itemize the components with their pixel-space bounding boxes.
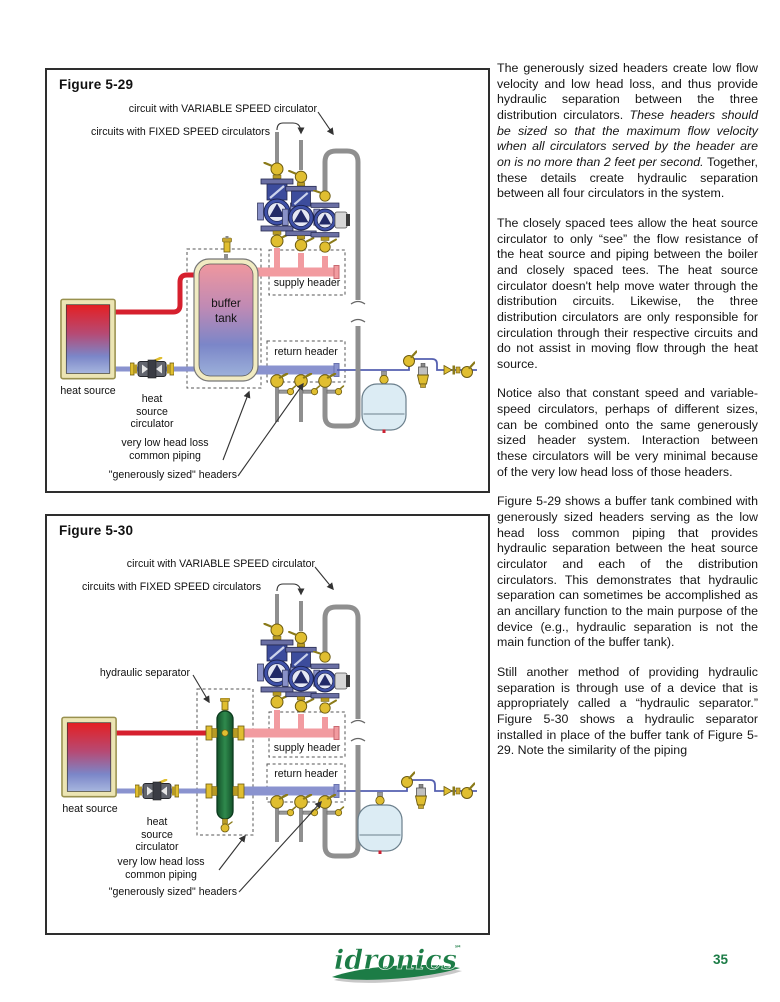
- figure-title: Figure 5-29: [59, 77, 134, 92]
- pipe-break-mark: [350, 300, 366, 305]
- label-heat-source-circulator: heat source circulator: [130, 393, 174, 431]
- paragraph: Notice also that constant speed and vari…: [497, 386, 758, 479]
- pipe-break-mark: [350, 737, 366, 742]
- heat-source-circulator-icon: [135, 779, 179, 802]
- air-vent-icon: [222, 236, 232, 253]
- page-number: 35: [712, 952, 728, 967]
- check-valve-icon: [443, 786, 461, 796]
- leader-fixed-speed-bracket: [276, 122, 305, 135]
- label-fixed-speed: circuits with FIXED SPEED circulators: [82, 581, 261, 593]
- label-heat-source: heat source: [62, 803, 118, 815]
- pipe-break-mark: [350, 719, 366, 724]
- figure-5-30-diagram: [61, 566, 477, 893]
- paragraph-text: The generously sized headers create low …: [497, 61, 758, 122]
- label-return-header: return header: [274, 346, 338, 358]
- paragraph: Figure 5-29 shows a buffer tank combined…: [497, 494, 758, 650]
- paragraph-text-italic: These headers should be sized so that th…: [497, 107, 758, 169]
- variable-circuit-return-pipe: [322, 326, 361, 429]
- idronics-logo: idronics ℠: [332, 944, 462, 983]
- leader-generous-headers: [237, 382, 304, 477]
- variable-circuit-pipe: [322, 604, 361, 719]
- heat-source-circulator-icon: [130, 357, 174, 380]
- leader-variable-speed: [317, 111, 334, 136]
- pressure-reducing-valve-icon: [415, 784, 427, 809]
- figure-5-29-diagram: [60, 111, 477, 477]
- variable-speed-circulator: [310, 190, 351, 254]
- variable-circuit-return-pipe: [322, 745, 361, 859]
- label-generous-headers: "generously sized" headers: [108, 886, 237, 898]
- leader-generous-headers: [238, 800, 322, 893]
- variable-circuit-pipe: [322, 148, 361, 300]
- isolation-valve-2: [293, 373, 321, 396]
- return-header-dashed-box: [266, 763, 346, 803]
- expansion-tank: [361, 371, 407, 433]
- label-heat-source: heat source: [60, 385, 116, 397]
- label-hydraulic-separator: hydraulic separator: [99, 667, 190, 679]
- label-heat-source-circulator: heat source circulator: [135, 816, 179, 854]
- expansion-tank: [357, 792, 403, 854]
- heat-source: [60, 298, 116, 380]
- label-return-header: return header: [274, 768, 338, 780]
- isolation-valve-2: [293, 794, 321, 817]
- figure-5-30: Figure 5-30 circuit with VARIABLE SPEED …: [45, 514, 490, 935]
- label-variable-speed: circuit with VARIABLE SPEED circulator: [126, 558, 315, 570]
- paragraph: The closely spaced tees allow the heat s…: [497, 215, 758, 371]
- boiler-supply-pipe: [113, 272, 199, 315]
- leader-low-head-loss: [218, 834, 246, 871]
- variable-speed-circulator: [310, 651, 351, 715]
- heat-source: [61, 716, 117, 798]
- ball-valve-icon: [402, 350, 417, 368]
- paragraph: The generously sized headers create low …: [497, 61, 758, 202]
- leader-variable-speed: [314, 566, 334, 591]
- body-text-column: The generously sized headers create low …: [497, 61, 758, 773]
- check-valve-icon: [443, 365, 461, 375]
- isolation-valve-1: [269, 373, 297, 396]
- supply-header-end-cap: [333, 265, 340, 279]
- figure-title: Figure 5-30: [59, 523, 134, 538]
- logo-trademark: ℠: [454, 944, 462, 953]
- leader-hydraulic-separator: [192, 674, 210, 704]
- paragraph: Still another method of providing hydrau…: [497, 664, 758, 758]
- isolation-valve-3: [317, 794, 345, 817]
- ball-valve-icon: [460, 361, 475, 379]
- supply-header-end-cap: [333, 726, 340, 740]
- label-generous-headers: "generously sized" headers: [108, 469, 237, 481]
- logo-wordmark: idronics: [334, 945, 457, 976]
- logo-swoosh: [332, 965, 460, 980]
- label-fixed-speed: circuits with FIXED SPEED circulators: [91, 126, 270, 138]
- pipe-break-mark: [350, 318, 366, 323]
- label-buffer-tank: buffer tank: [211, 297, 241, 325]
- pressure-reducing-valve-icon: [417, 363, 429, 388]
- leader-fixed-speed-bracket: [276, 583, 305, 596]
- label-supply-header: supply header: [273, 742, 341, 754]
- label-low-head-loss: very low head loss common piping: [121, 437, 209, 462]
- label-supply-header: supply header: [273, 277, 341, 289]
- ball-valve-icon: [400, 771, 415, 789]
- common-piping-dashed-box: [196, 688, 254, 836]
- ball-valve-icon: [460, 782, 475, 800]
- figure-5-29: Figure 5-29 circuit with VARIABLE SPEED …: [45, 68, 490, 493]
- label-variable-speed: circuit with VARIABLE SPEED circulator: [128, 103, 317, 115]
- paragraph-text: Together, these details create hydraulic…: [497, 154, 758, 201]
- isolation-valve-3: [317, 373, 345, 396]
- hydraulic-separator: [205, 698, 245, 833]
- leader-low-head-loss: [222, 390, 251, 461]
- isolation-valve-1: [269, 794, 297, 817]
- label-low-head-loss: very low head loss common piping: [117, 856, 205, 881]
